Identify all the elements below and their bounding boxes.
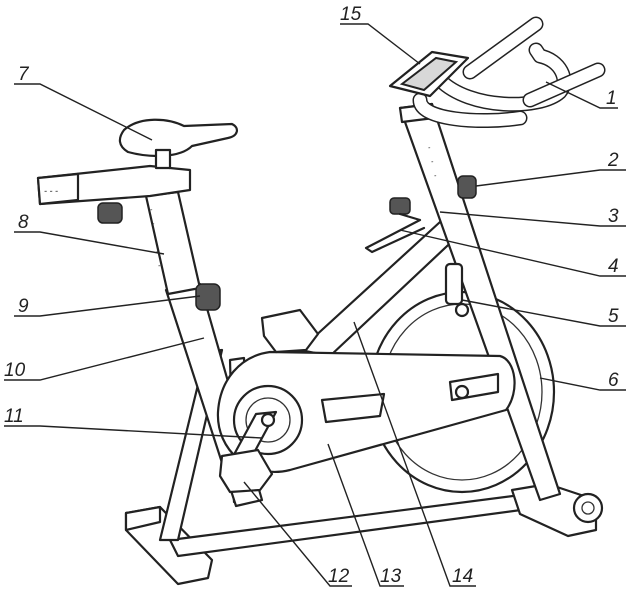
pedals (218, 308, 320, 494)
leader-lines (4, 23, 626, 587)
callout-1: 1 (606, 88, 617, 109)
callout-13: 13 (380, 566, 402, 587)
svg-text:-: - (152, 221, 155, 228)
callout-7: 7 (18, 64, 30, 85)
callout-10: 10 (4, 360, 26, 381)
handlebars (412, 16, 606, 129)
callout-9: 9 (18, 296, 29, 317)
svg-text:-: - (431, 159, 434, 166)
callout-12: 12 (328, 566, 350, 587)
callout-3: 3 (608, 206, 619, 227)
callout-4: 4 (608, 256, 619, 277)
resistance-control (364, 197, 426, 254)
svg-text:- - -: - - - (44, 186, 58, 196)
svg-text:-: - (154, 235, 157, 242)
callout-labels: 15 1 2 3 4 5 6 7 8 9 10 11 12 13 14 (4, 4, 619, 587)
seat-assembly: - - - (36, 118, 238, 224)
seat-height-knob (195, 283, 221, 311)
callout-11: 11 (4, 406, 24, 427)
callout-5: 5 (608, 306, 619, 327)
svg-text:-: - (158, 263, 161, 270)
callout-15: 15 (340, 4, 362, 25)
callout-14: 14 (452, 566, 473, 587)
handlebar-knob (457, 175, 477, 199)
callout-6: 6 (608, 370, 619, 391)
svg-text:-: - (428, 145, 431, 152)
callout-2: 2 (607, 150, 619, 171)
brake-pad (444, 262, 470, 318)
svg-text:-: - (434, 173, 437, 180)
base-frame (124, 482, 604, 586)
callout-8: 8 (18, 212, 29, 233)
svg-text:-: - (150, 207, 153, 214)
